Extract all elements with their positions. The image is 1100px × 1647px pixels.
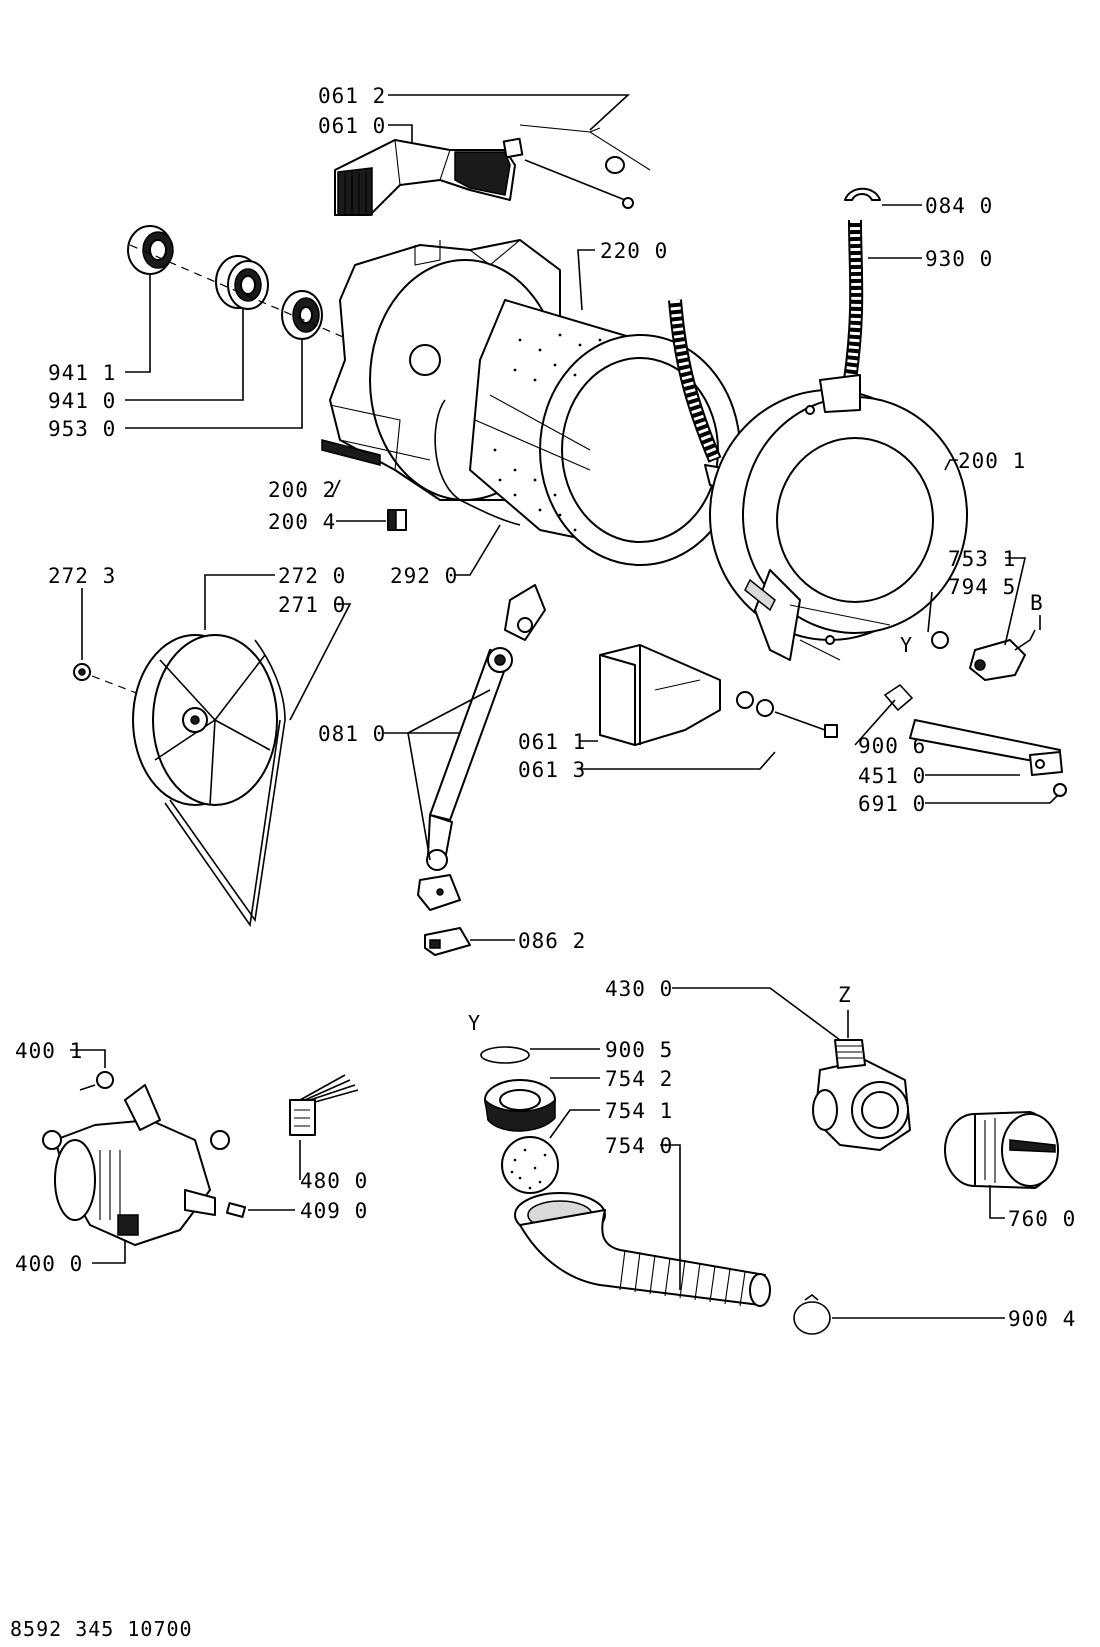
label-4001: 400 1 [15, 1039, 83, 1063]
label-7945: 794 5 [948, 575, 1016, 599]
counterweight-part-0610 [334, 139, 516, 216]
ball-7541 [501, 1136, 559, 1194]
label-0611: 061 1 [518, 730, 586, 754]
clamp-0840 [844, 187, 881, 201]
nut-2723 [73, 663, 91, 681]
shock-absorber-0810 [417, 584, 546, 911]
label-0810: 081 0 [318, 722, 386, 746]
counterweight-0611 [599, 644, 721, 746]
label-4800: 480 0 [300, 1169, 368, 1193]
label-4000: 400 0 [15, 1252, 83, 1276]
label-Z: Z [838, 983, 852, 1007]
label-4300: 430 0 [605, 977, 673, 1001]
foot-0862 [424, 927, 471, 956]
label-B: B [1030, 591, 1044, 615]
label-2004: 200 4 [268, 510, 336, 534]
gasket-7542 [483, 1079, 556, 1132]
seal-9530 [281, 290, 323, 340]
label-Y-tub: Y [900, 633, 913, 657]
label-2001: 200 1 [958, 449, 1026, 473]
label-0613: 061 3 [518, 758, 586, 782]
label-0610: 061 0 [318, 114, 386, 138]
label-7600: 760 0 [1008, 1207, 1076, 1231]
label-Y-sump: Y [468, 1011, 481, 1035]
heater-4510 [909, 719, 1063, 776]
clamp-9004 [793, 1293, 831, 1335]
label-2720: 272 0 [278, 564, 346, 588]
counterweight-fixing-0612 [502, 124, 651, 209]
bush-4001 [79, 1071, 114, 1091]
seal-2920 [434, 399, 521, 526]
label-9004: 900 4 [1008, 1307, 1076, 1331]
label-4510: 451 0 [858, 764, 926, 788]
belt-2710 [164, 639, 286, 928]
brush-holder-4800 [289, 1074, 359, 1136]
hose-9300 [843, 219, 864, 381]
label-2920: 292 0 [390, 564, 458, 588]
pulley-2720 [132, 634, 278, 806]
label-0612: 061 2 [318, 84, 386, 108]
label-9410: 941 0 [48, 389, 116, 413]
clip-9006 [883, 683, 914, 712]
fixing-kit-0613 [736, 691, 838, 738]
bearing-9411 [127, 225, 174, 275]
label-2723: 272 3 [48, 564, 116, 588]
sump-hose-7540 [514, 1192, 771, 1307]
label-7540: 754 0 [605, 1134, 673, 1158]
plug-7945 [931, 631, 949, 649]
bearing-9410 [215, 255, 269, 310]
label-0862: 086 2 [518, 929, 586, 953]
clip-2004 [387, 509, 407, 531]
label-2710: 271 0 [278, 593, 346, 617]
pump-4300 [812, 1039, 911, 1151]
label-2200: 220 0 [600, 239, 668, 263]
label-7542: 754 2 [605, 1067, 673, 1091]
nut-6910 [1053, 783, 1067, 797]
label-9300: 930 0 [925, 247, 993, 271]
filter-7600 [944, 1111, 1059, 1189]
connector-4090 [225, 1202, 247, 1218]
label-2002: 200 2 [268, 478, 336, 502]
label-7531: 753 1 [948, 547, 1016, 571]
front-tub-2001 [709, 374, 968, 661]
motor-4000 [42, 1084, 230, 1246]
label-9411: 941 1 [48, 361, 116, 385]
label-4090: 409 0 [300, 1199, 368, 1223]
label-7541: 754 1 [605, 1099, 673, 1123]
label-9005: 900 5 [605, 1038, 673, 1062]
label-9530: 953 0 [48, 417, 116, 441]
document-number: 8592 345 10700 [10, 1617, 193, 1641]
sensor-7531 [969, 629, 1036, 681]
clip-9005 [480, 1046, 530, 1064]
label-6910: 691 0 [858, 792, 926, 816]
label-0840: 084 0 [925, 194, 993, 218]
